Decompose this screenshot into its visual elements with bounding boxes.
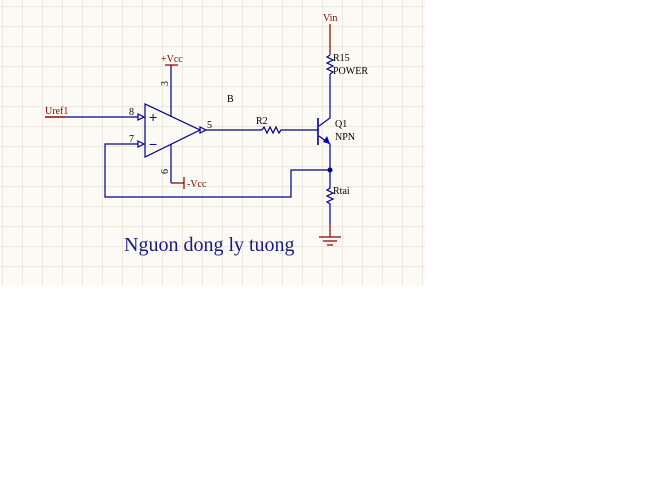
label-q1: Q1 [335,119,347,130]
pin-3: 3 [160,81,171,86]
label-vcc-neg: -Vcc [187,179,207,190]
resistor-rtai [325,170,335,225]
label-vin: Vin [323,13,337,24]
vcc-neg-wire [171,177,185,189]
pin-8: 8 [129,107,134,118]
opamp-plus: + [149,109,157,125]
label-uref: Uref1 [45,106,68,117]
junction-dot [327,167,333,173]
label-r15-value: POWER [333,66,368,77]
pin-5-arrow [199,126,208,134]
pin-6: 6 [160,169,171,174]
pin-7: 7 [129,134,134,145]
label-vcc-pos: +Vcc [161,54,183,65]
diagram-title: Nguon dong ly tuong [124,234,295,256]
label-node-b: B [227,94,234,105]
wire-collector [318,74,331,127]
emitter-arrow [323,136,330,144]
label-r15: R15 [333,53,350,64]
pin-5: 5 [207,120,212,131]
resistor-r2 [261,125,318,135]
label-q1-value: NPN [335,132,355,143]
wire-feedback [104,143,330,198]
pin-7-arrow [137,140,146,148]
pin-8-arrow [137,113,146,121]
opamp-triangle [144,103,202,158]
schematic-sheet [0,0,425,285]
opamp-minus: − [149,136,157,152]
label-r2: R2 [256,116,268,127]
ground-symbol [319,236,341,246]
label-rtai: Rtai [333,186,350,197]
resistor-r15 [325,54,335,75]
